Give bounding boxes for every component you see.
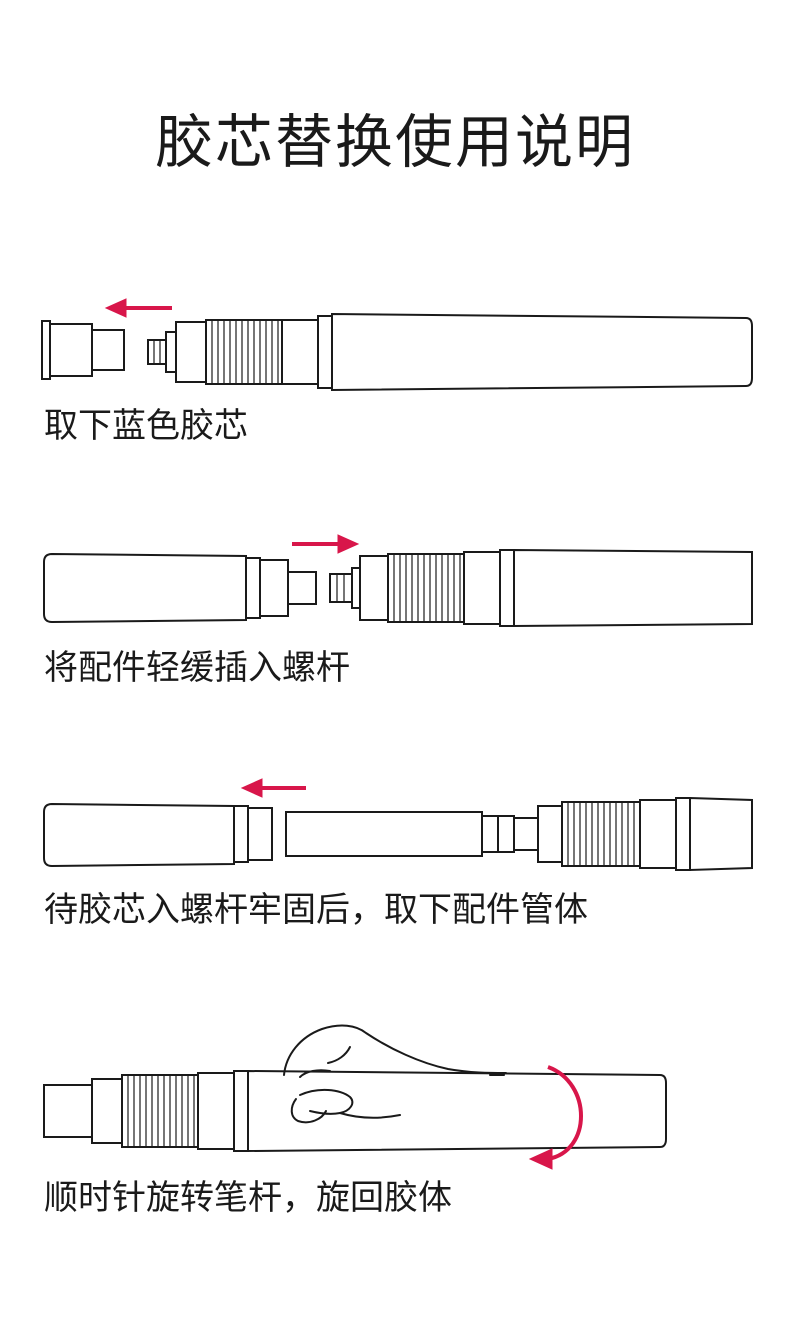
step-1-caption: 取下蓝色胶芯 xyxy=(44,406,248,446)
page-title: 胶芯替换使用说明 xyxy=(154,108,635,176)
step-4-illustration xyxy=(0,1015,790,1175)
rotate-clockwise-icon xyxy=(528,1065,583,1170)
step-3-caption: 待胶芯入螺杆牢固后，取下配件管体 xyxy=(44,890,588,930)
step-2-illustration xyxy=(0,530,790,640)
pen-body xyxy=(329,548,753,628)
step-4-caption: 顺时针旋转笔杆，旋回胶体 xyxy=(44,1178,452,1218)
step-3-illustration xyxy=(0,770,790,880)
arrow-right-icon xyxy=(292,534,360,554)
hand-illustration xyxy=(283,1024,507,1124)
step-2-caption: 将配件轻缓插入螺杆 xyxy=(44,648,350,688)
pen-body xyxy=(147,312,753,392)
accessory-tube xyxy=(43,802,273,868)
glue-cartridge xyxy=(285,811,539,857)
glue-cartridge xyxy=(41,320,125,380)
pen-body xyxy=(537,796,753,872)
pen-body xyxy=(43,1069,667,1153)
accessory-tube xyxy=(43,552,317,624)
arrow-left-icon xyxy=(104,298,172,318)
arrow-left-icon xyxy=(240,778,306,798)
step-1-illustration xyxy=(0,290,790,400)
